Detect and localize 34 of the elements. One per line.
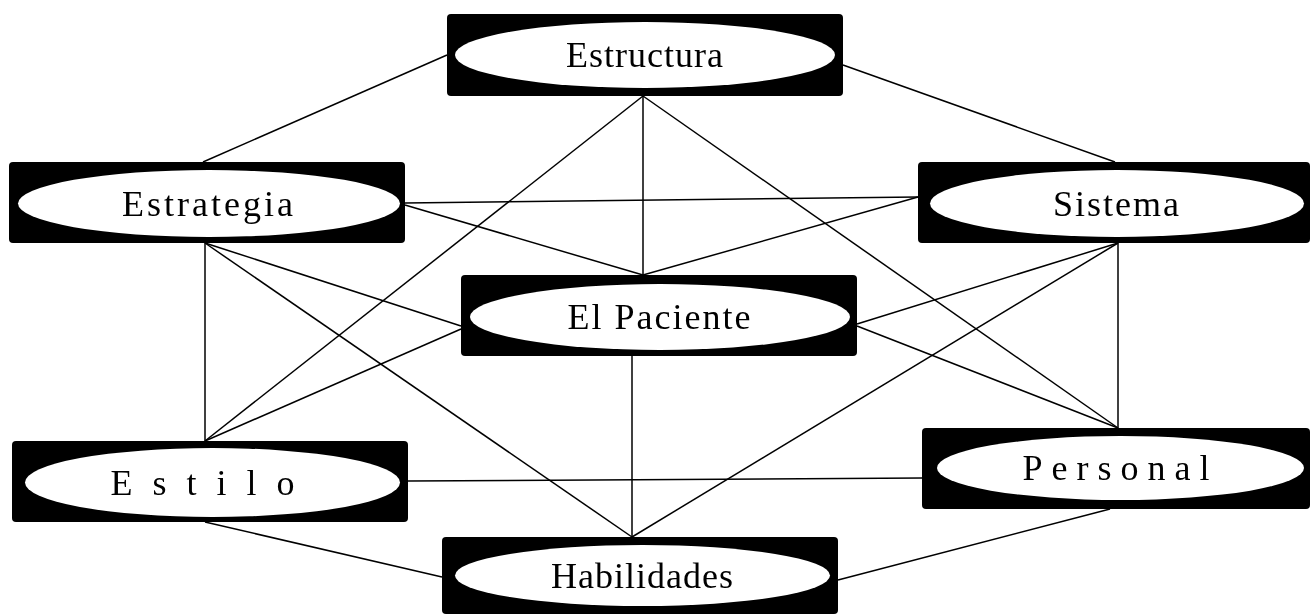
node-label: Estructura	[566, 37, 724, 73]
connector-line	[856, 325, 1119, 429]
connector-line	[202, 54, 448, 163]
node-box	[447, 14, 843, 96]
node-box	[922, 428, 1310, 509]
connector-line	[204, 95, 644, 442]
connector-line	[204, 242, 206, 442]
node-box	[461, 275, 857, 356]
connector-line	[204, 328, 462, 442]
node-label: Estilo	[110, 464, 315, 501]
node-label: Estrategia	[122, 185, 296, 222]
connector-line	[856, 242, 1119, 325]
connector-line	[407, 477, 923, 482]
connector-line	[631, 242, 1119, 538]
connector-line	[642, 95, 1119, 429]
node-label: El Paciente	[567, 299, 753, 335]
connector-line	[204, 242, 462, 327]
node-label: Habilidades	[551, 557, 734, 594]
connector-line	[642, 196, 919, 276]
connector-line	[842, 64, 1116, 163]
node-box	[9, 162, 405, 243]
connector-line	[204, 242, 633, 538]
connector-line	[837, 508, 1111, 581]
connector-line	[204, 521, 443, 578]
connector-line	[1117, 242, 1119, 429]
node-box	[918, 162, 1310, 243]
connector-line	[404, 196, 919, 204]
node-box	[12, 441, 408, 522]
node-label: Sistema	[1053, 185, 1181, 222]
connector-line	[404, 204, 644, 276]
connector-line	[642, 95, 644, 276]
connector-line	[631, 355, 633, 538]
node-label: Personal	[1022, 450, 1219, 486]
node-box	[442, 537, 838, 614]
